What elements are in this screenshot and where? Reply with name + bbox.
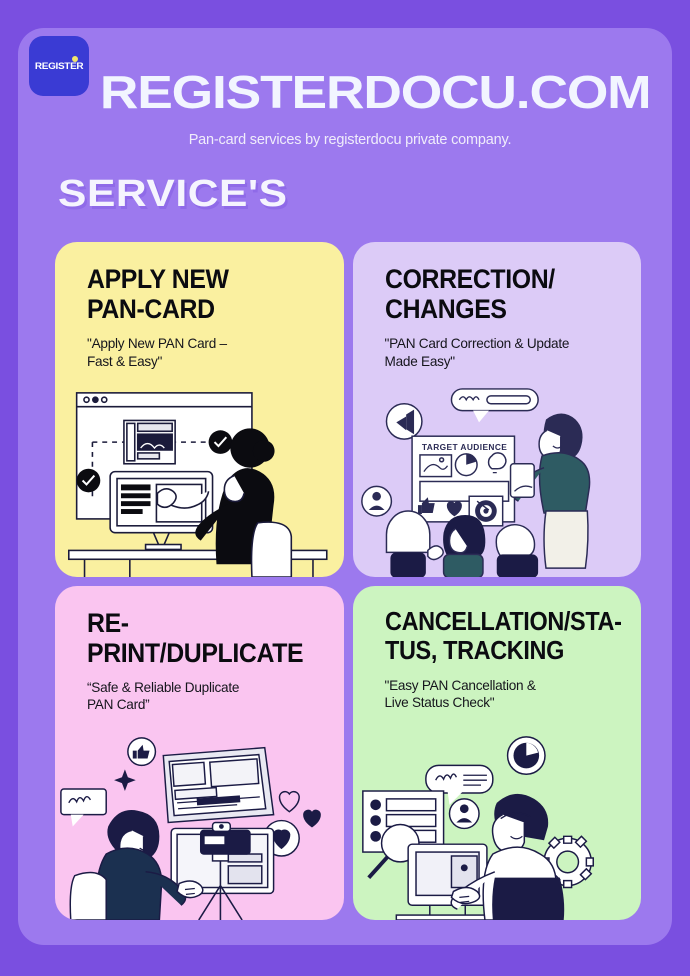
brand-logo-text: REGISTER bbox=[34, 60, 84, 72]
services-card-grid: APPLY NEW PAN-CARD "Apply New PAN Card –… bbox=[55, 242, 641, 920]
logo-accent-dot-icon bbox=[72, 56, 78, 62]
card-subtitle: "Easy PAN Cancellation & Live Status Che… bbox=[384, 677, 536, 711]
illustration-person-at-desk-with-monitor bbox=[55, 382, 344, 577]
card-subtitle: "PAN Card Correction & Update Made Easy" bbox=[384, 336, 570, 369]
page-title: REGISTERDOCU.COM bbox=[99, 66, 652, 118]
service-card-correction-changes[interactable]: CORRECTION/ CHANGES "PAN Card Correction… bbox=[352, 242, 642, 577]
card-subtitle: "Apply New PAN Card – Fast & Easy" bbox=[87, 336, 227, 369]
card-subtitle: “Safe & Reliable Duplicate PAN Card” bbox=[87, 679, 240, 713]
card-title: CANCELLATION/STA- TUS, TRACKING bbox=[384, 607, 622, 665]
brand-logo-badge[interactable]: REGISTER bbox=[29, 36, 89, 96]
card-title: CORRECTION/ CHANGES bbox=[384, 264, 555, 324]
service-card-reprint-duplicate[interactable]: RE- PRINT/DUPLICATE “Safe & Reliable Dup… bbox=[55, 585, 344, 920]
service-card-cancellation-status-tracking[interactable]: CANCELLATION/STA- TUS, TRACKING "Easy PA… bbox=[352, 585, 642, 920]
svg-text:TARGET AUDIENCE: TARGET AUDIENCE bbox=[421, 441, 506, 451]
illustration-presenter-with-target-audience-board: TARGET AUDIENCE bbox=[353, 382, 642, 577]
illustration-person-recording-with-camera bbox=[55, 725, 344, 920]
card-title: APPLY NEW PAN-CARD bbox=[87, 264, 229, 324]
illustration-man-at-computer-with-checklist bbox=[353, 725, 642, 920]
services-section-heading: SERVICE'S bbox=[58, 173, 288, 215]
service-card-apply-new-pan-card[interactable]: APPLY NEW PAN-CARD "Apply New PAN Card –… bbox=[55, 242, 344, 577]
brand-tagline: Pan-card services by registerdocu privat… bbox=[188, 132, 512, 148]
card-title: RE- PRINT/DUPLICATE bbox=[87, 607, 304, 668]
